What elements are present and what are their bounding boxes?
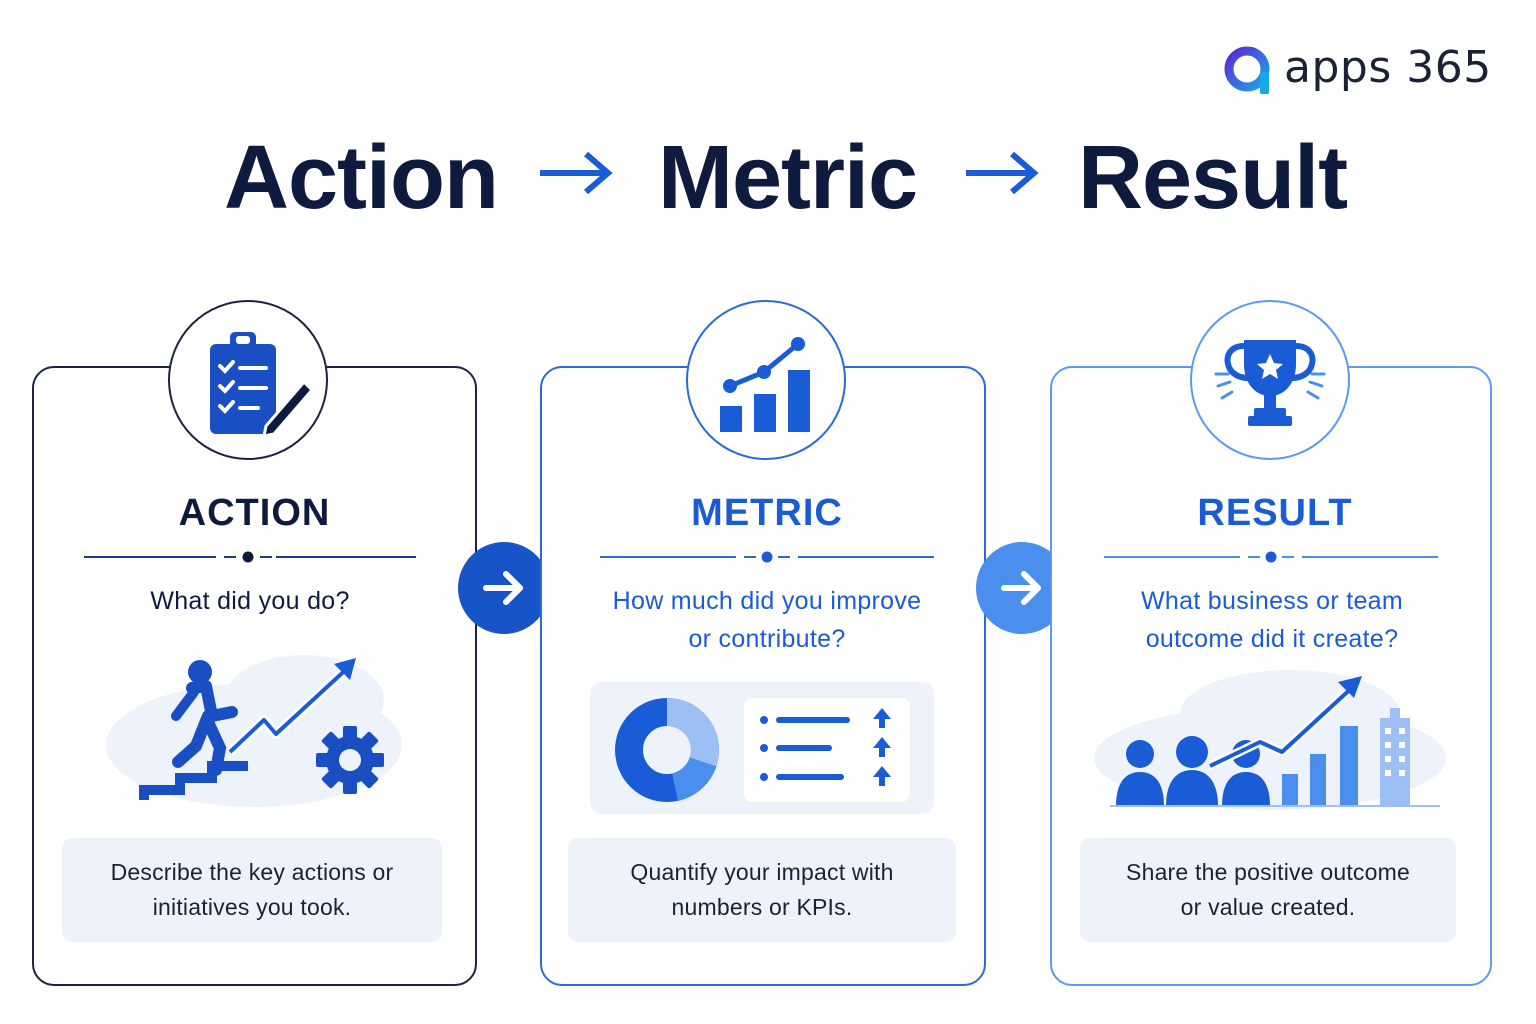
action-description: Describe the key actions or initiatives … [110, 859, 394, 920]
headline-metric: Metric [658, 128, 918, 228]
metric-description: Quantify your impact with numbers or KPI… [630, 859, 894, 920]
result-icon-circle [1190, 300, 1350, 460]
metric-title: METRIC [691, 492, 843, 534]
bar-chart-trend-icon [720, 337, 810, 432]
arrow-right-icon [540, 151, 613, 195]
result-question: What business or team outcome did it cre… [1141, 587, 1403, 653]
donut-chart-and-list-illustration [590, 682, 934, 814]
arrow-right-icon [1001, 571, 1041, 605]
team-growth-city-illustration [1094, 670, 1446, 810]
headline-result: Result [1078, 128, 1348, 228]
headline-action: Action [224, 128, 499, 228]
action-icon-circle [168, 300, 328, 460]
next-arrow-button [458, 542, 550, 634]
climbing-stairs-with-gear-illustration [106, 655, 402, 807]
apps365-logo-mark-icon [1224, 46, 1270, 94]
arrow-right-icon [966, 151, 1039, 195]
action-question: What did you do? [150, 587, 350, 615]
result-title: RESULT [1197, 492, 1353, 534]
metric-description-box: Quantify your impact with numbers or KPI… [568, 838, 956, 942]
apps365-logo: apps 365 [1222, 40, 1502, 96]
clipboard-checklist-icon [210, 332, 315, 438]
result-divider [1104, 551, 1438, 563]
trophy-icon [1214, 340, 1326, 426]
metric-divider [600, 551, 934, 563]
action-title: ACTION [178, 492, 331, 534]
metric-icon-circle [686, 300, 846, 460]
metric-question: How much did you improve or contribute? [612, 587, 922, 653]
result-description-box: Share the positive outcome or value crea… [1080, 838, 1456, 942]
arrow-right-icon [483, 571, 523, 605]
result-description: Share the positive outcome or value crea… [1126, 859, 1410, 920]
action-description-box: Describe the key actions or initiatives … [62, 838, 442, 942]
logo-text: apps 365 [1284, 42, 1492, 93]
action-divider [84, 551, 416, 563]
headline: Action Metric Result [0, 128, 1536, 228]
